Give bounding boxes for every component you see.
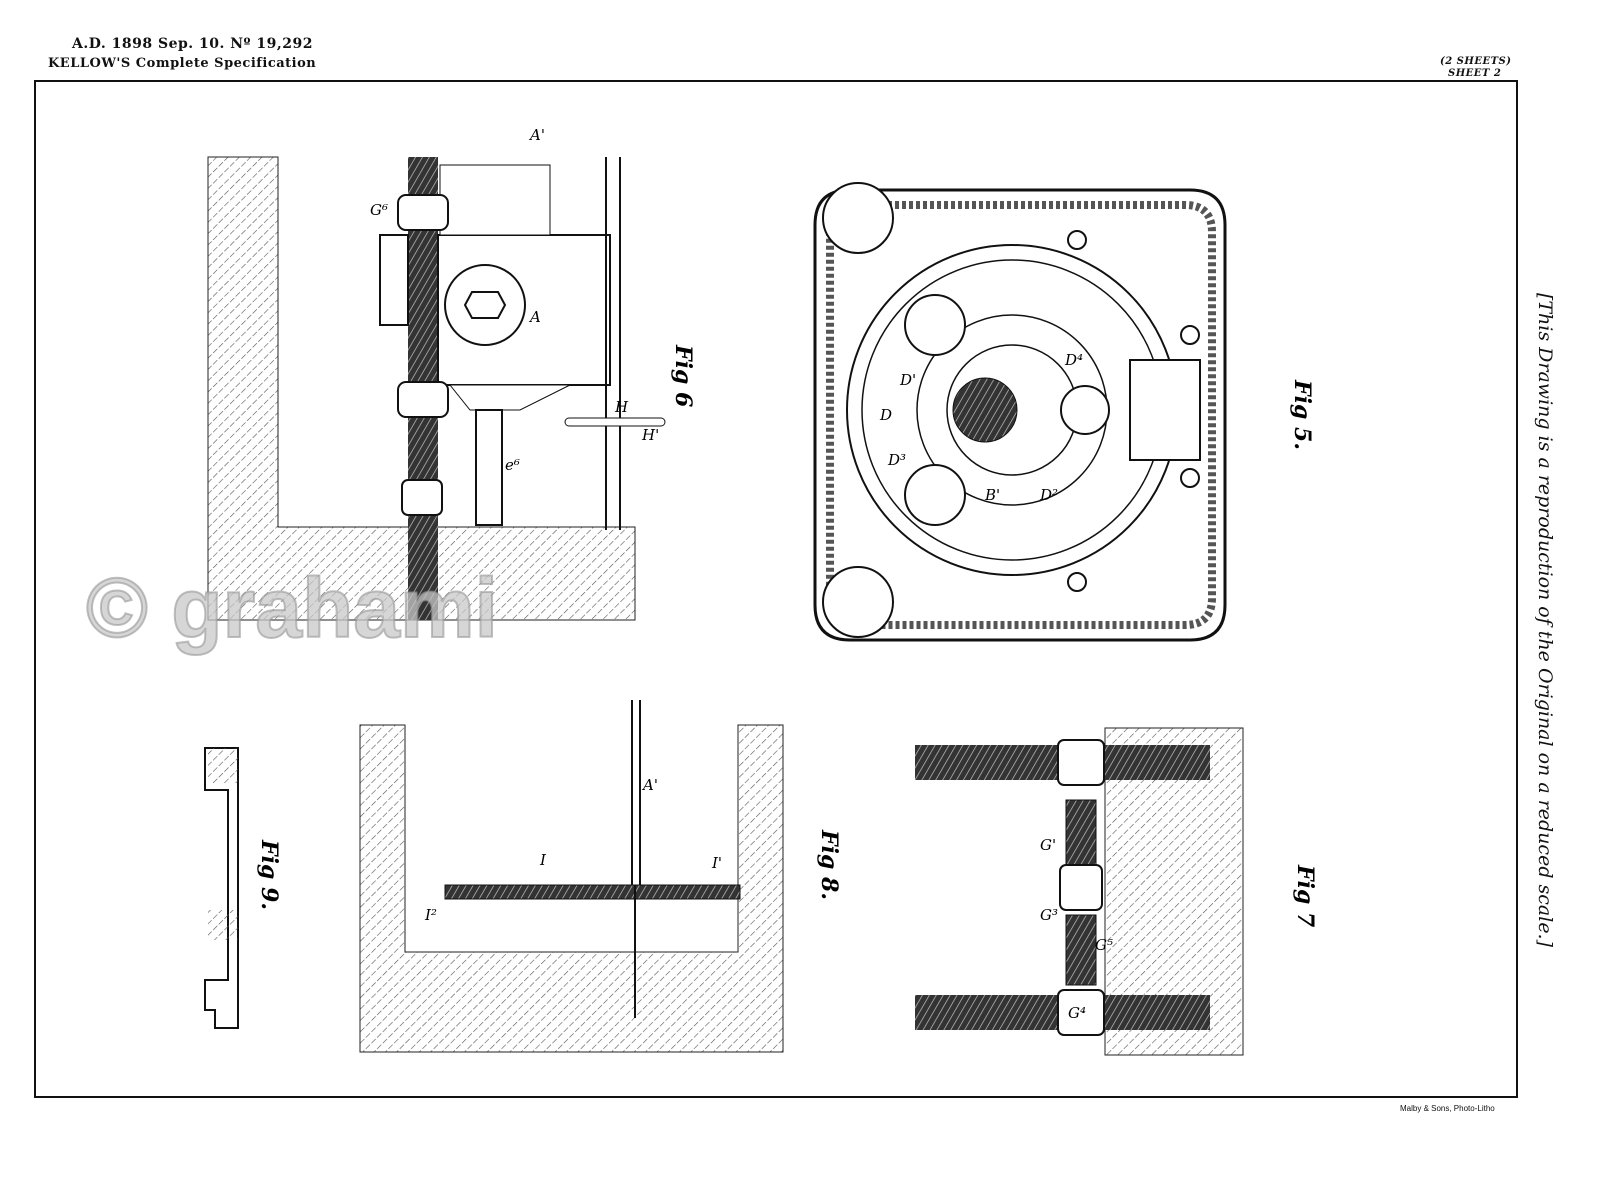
label-D3: D³: [887, 451, 906, 469]
label-A1-fig8: A': [641, 776, 658, 794]
sheet-number: SHEET 2: [1448, 68, 1502, 79]
label-G4: G⁴: [1068, 1004, 1086, 1022]
label-I2: I²: [424, 906, 437, 924]
label-H: H: [614, 398, 629, 416]
fig9-label: Fig 9.: [256, 839, 282, 910]
label-G6: G⁶: [370, 201, 388, 219]
label-H1: H': [641, 426, 659, 444]
drawing-frame: [34, 80, 1518, 1098]
watermark: © grahami: [85, 560, 499, 656]
fig5-label: Fig 5.: [1289, 379, 1315, 450]
label-I: I: [539, 851, 547, 869]
label-e6: e⁶: [505, 456, 520, 474]
figure-9: Fig 9.: [204, 747, 282, 1029]
fig8-label: Fig 8.: [816, 829, 842, 900]
label-G1: G': [1040, 836, 1056, 854]
figure-8: Fig 8. I I' I² A': [359, 700, 842, 1053]
figure-5: Fig 5. D D' D² D³ D⁴ B': [813, 182, 1315, 642]
printer-credit: Malby & Sons, Photo-Litho: [1400, 1104, 1495, 1113]
patent-header-date: A.D. 1898 Sep. 10. Nº 19,292: [72, 36, 314, 52]
label-A1: A': [528, 126, 545, 144]
label-D2: D²: [1039, 486, 1058, 504]
sheets-total: (2 SHEETS): [1440, 56, 1512, 67]
label-A: A: [528, 308, 541, 326]
figure-6: Fig 6 A A' G⁶ H H' e⁶: [207, 126, 696, 621]
fig6-label: Fig 6: [670, 344, 696, 407]
label-D4: D⁴: [1064, 351, 1083, 369]
label-I1: I': [711, 854, 722, 872]
label-D1: D': [899, 371, 916, 389]
label-G5: G⁵: [1095, 936, 1113, 954]
label-B1: B': [984, 486, 1000, 504]
figure-7: Fig 7 G' G³ G⁴ G⁵: [915, 727, 1318, 1056]
label-D: D: [879, 406, 892, 424]
label-G3: G³: [1040, 906, 1058, 924]
patent-header-title: KELLOW'S Complete Specification: [48, 56, 317, 71]
fig7-label: Fig 7: [1292, 864, 1318, 928]
